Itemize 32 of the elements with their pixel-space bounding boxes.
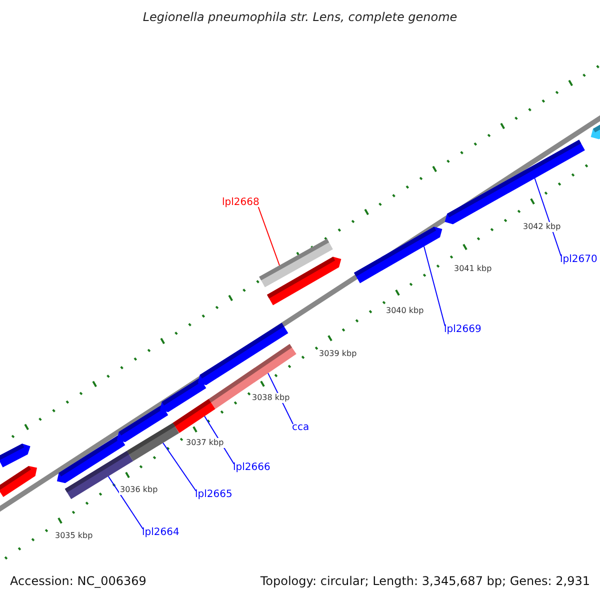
- gene-label: lpl2669: [444, 325, 482, 335]
- gene-bar: [198, 322, 288, 386]
- tick-label: 3036 kbp: [119, 485, 159, 495]
- tick-label: 3039 kbp: [318, 349, 358, 359]
- title: Legionella pneumophila str. Lens, complete genome: [142, 11, 458, 23]
- gene-bar: [56, 434, 126, 484]
- gene-bar: [160, 378, 206, 412]
- leader-line: [534, 178, 562, 256]
- leader-line: [258, 206, 280, 266]
- tick-label: 3040 kbp: [385, 306, 425, 316]
- tick-label: 3041 kbp: [453, 264, 493, 274]
- tick-label: 3042 kbp: [522, 222, 562, 232]
- gene-label: lpl2664: [142, 528, 180, 538]
- leader-line: [108, 476, 144, 530]
- genome-info-text: Topology: circular; Length: 3,345,687 bp; Genes: 2,931: [260, 575, 590, 587]
- gene-bar: [0, 444, 30, 468]
- tick-label: 3037 kbp: [185, 438, 225, 448]
- leader-line: [162, 442, 196, 492]
- gene-label: lpl2670: [560, 255, 598, 265]
- gene-bar: [116, 404, 168, 442]
- gene-label: lpl2668: [222, 198, 260, 208]
- gene-bar: [444, 140, 585, 224]
- gene-label: lpl2666: [233, 463, 270, 473]
- gene-label: cca: [292, 423, 310, 433]
- accession-text: Accession: NC_006369: [10, 575, 146, 587]
- tick-label: 3038 kbp: [251, 393, 291, 403]
- gene-bar: [0, 466, 38, 498]
- gene-label: lpl2665: [195, 490, 232, 500]
- gene-bar: [267, 256, 342, 306]
- leader-line: [424, 246, 446, 326]
- tick-label: 3035 kbp: [54, 531, 94, 541]
- gene-bar: [354, 226, 442, 284]
